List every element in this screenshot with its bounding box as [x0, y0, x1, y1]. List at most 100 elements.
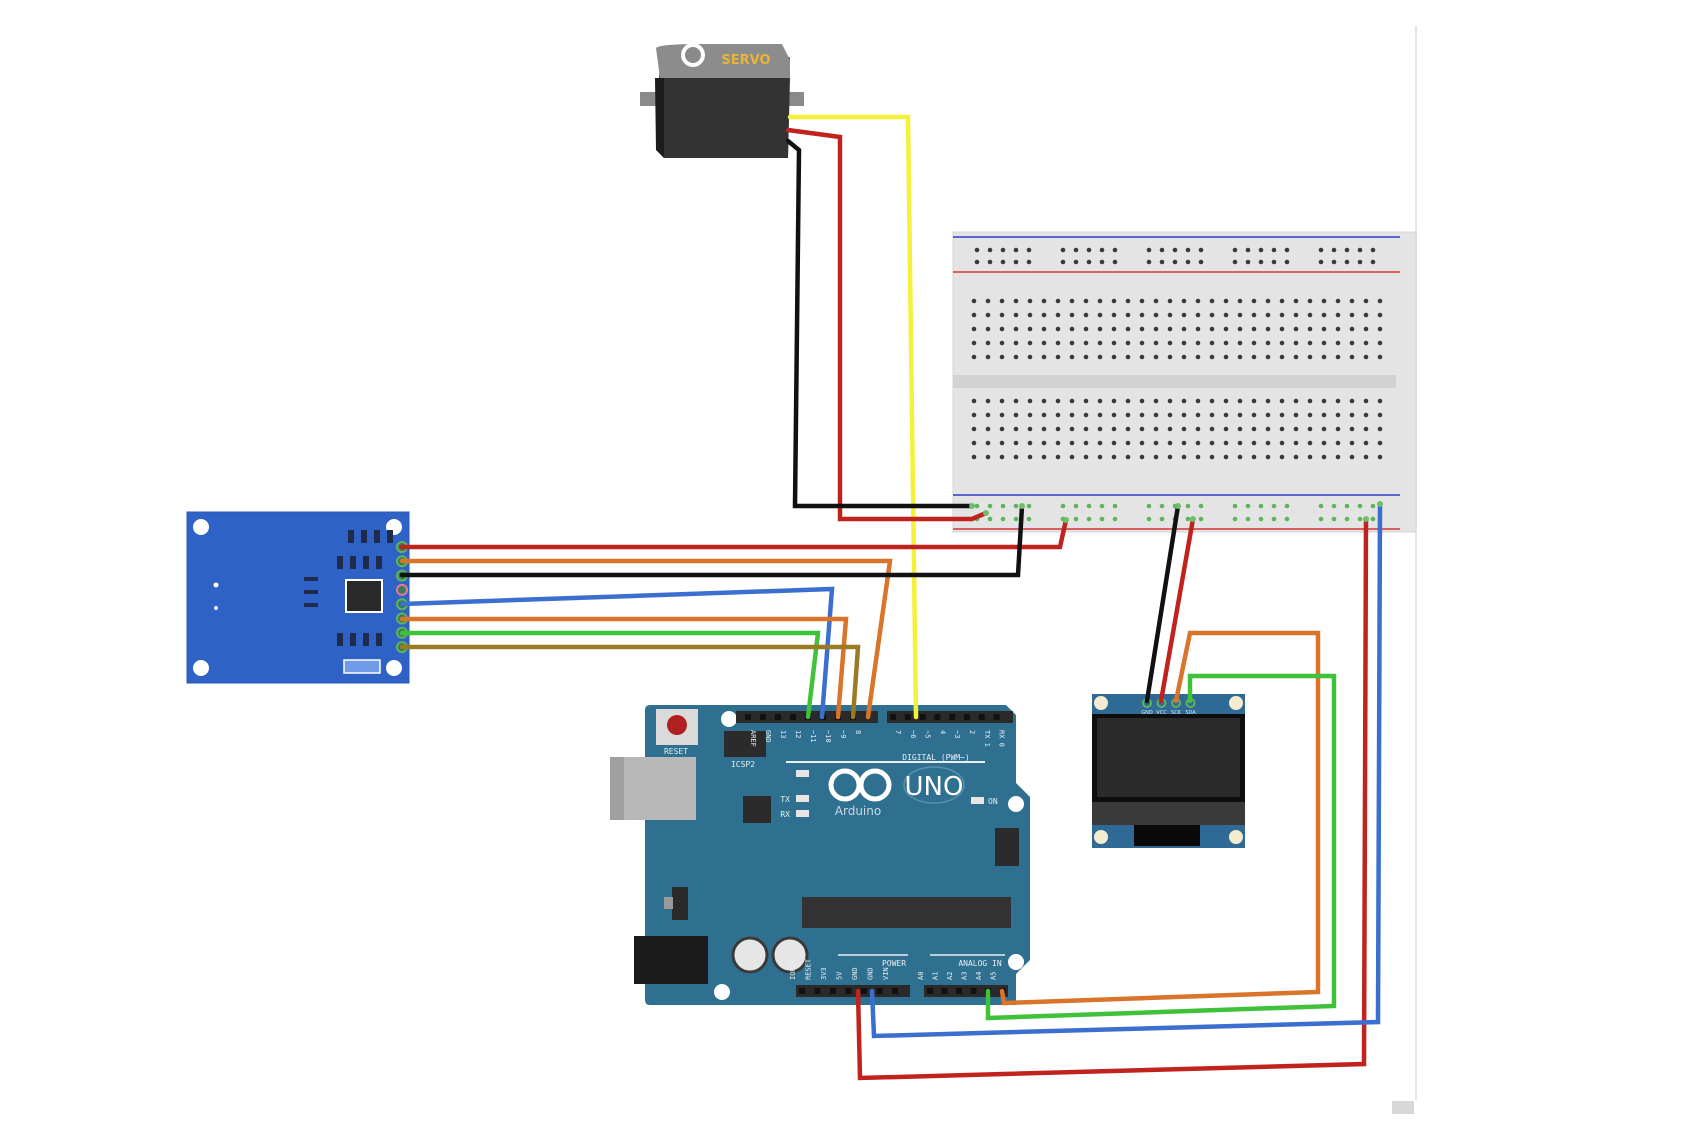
- breadboard[interactable]: [952, 231, 1417, 533]
- breadboard-hole: [999, 426, 1005, 432]
- breadboard-hole: [1083, 426, 1089, 432]
- breadboard-hole: [1153, 312, 1159, 318]
- breadboard-hole: [1083, 340, 1089, 346]
- breadboard-hole: [1013, 440, 1019, 446]
- wire-endpoint: [1063, 517, 1069, 523]
- digital-pin[interactable]: [919, 714, 926, 720]
- digital-pin[interactable]: [978, 714, 985, 720]
- breadboard-hole: [971, 426, 977, 432]
- breadboard-hole: [1055, 398, 1061, 404]
- wire-servo-gnd[interactable]: [785, 138, 975, 509]
- power-pin[interactable]: [845, 988, 852, 994]
- breadboard-hole: [1307, 298, 1313, 304]
- breadboard-hole: [1083, 398, 1089, 404]
- breadboard-hole: [1013, 326, 1019, 332]
- wire-rfid-d9[interactable]: [399, 558, 893, 720]
- wire-oled-sck[interactable]: [999, 630, 1321, 1006]
- wire-rfid-d13[interactable]: [399, 630, 821, 720]
- breadboard-hole: [1027, 426, 1033, 432]
- digital-pin-label: ~10: [824, 730, 832, 743]
- digital-pin[interactable]: [760, 714, 766, 720]
- digital-pin[interactable]: [745, 714, 751, 720]
- wire-rfid-gnd[interactable]: [399, 503, 1025, 578]
- oled-mount-hole: [1229, 696, 1243, 710]
- breadboard-hole: [1112, 247, 1118, 253]
- breadboard-hole: [1195, 398, 1201, 404]
- breadboard-hole: [1181, 412, 1187, 418]
- servo-motor[interactable]: SERVO: [640, 43, 804, 158]
- breadboard-hole: [1000, 516, 1006, 522]
- analog-pin-label: A2: [946, 972, 954, 980]
- digital-pin[interactable]: [775, 714, 781, 720]
- digital-pin[interactable]: [934, 714, 941, 720]
- analog-pin[interactable]: [970, 988, 977, 994]
- breadboard-hole: [1321, 354, 1327, 360]
- digital-pin[interactable]: [993, 714, 1000, 720]
- rfid-dot: [213, 582, 219, 588]
- breadboard-hole: [1055, 326, 1061, 332]
- power-pin-label: GND: [851, 967, 859, 980]
- breadboard-hole: [999, 454, 1005, 460]
- power-pin-label: GND: [867, 967, 875, 980]
- rfid-pin[interactable]: [396, 583, 408, 596]
- usb-port: [610, 757, 696, 820]
- digital-pin[interactable]: [904, 714, 911, 720]
- power-pin[interactable]: [861, 988, 867, 994]
- power-pin[interactable]: [830, 988, 836, 994]
- breadboard-hole: [1041, 440, 1047, 446]
- breadboard-hole: [1181, 298, 1187, 304]
- wire-oled-gnd[interactable]: [1144, 503, 1181, 704]
- breadboard-hole: [1363, 298, 1369, 304]
- breadboard-hole: [1195, 440, 1201, 446]
- arduino-mount-hole: [1008, 796, 1024, 812]
- breadboard-hole: [1245, 503, 1251, 509]
- power-pin[interactable]: [876, 988, 883, 994]
- breadboard-hole: [1258, 259, 1264, 265]
- power-pin[interactable]: [814, 988, 821, 994]
- wire-oled-sda[interactable]: [985, 673, 1337, 1021]
- analog-pin[interactable]: [927, 988, 933, 994]
- breadboard-hole: [1363, 454, 1369, 460]
- breadboard-hole: [1111, 326, 1117, 332]
- rfid-module[interactable]: [186, 511, 410, 684]
- power-pin[interactable]: [892, 988, 898, 994]
- breadboard-hole: [1181, 440, 1187, 446]
- breadboard-hole: [1377, 398, 1383, 404]
- breadboard-hole: [1083, 454, 1089, 460]
- wire-arduino-5v[interactable]: [855, 516, 1369, 1081]
- rfid-mount-hole: [386, 660, 402, 676]
- digital-pin-label: ~11: [809, 730, 817, 743]
- wire-rfid-d10[interactable]: [399, 644, 861, 720]
- breadboard-hole: [1209, 312, 1215, 318]
- wire-rfid-vcc[interactable]: [399, 517, 1069, 550]
- wire-rfid-d12[interactable]: [399, 586, 835, 720]
- breadboard-hole: [1335, 440, 1341, 446]
- digital-pin[interactable]: [949, 714, 956, 720]
- analog-pin[interactable]: [956, 988, 962, 994]
- breadboard-hole: [1111, 312, 1117, 318]
- digital-pin-label: TX 1: [983, 730, 991, 747]
- wire-oled-vcc[interactable]: [1158, 516, 1196, 704]
- breadboard-hole: [1069, 298, 1075, 304]
- breadboard-hole: [1377, 326, 1383, 332]
- wire-servo-vcc[interactable]: [785, 127, 989, 522]
- breadboard-hole: [1331, 259, 1337, 265]
- digital-pin[interactable]: [964, 714, 970, 720]
- breadboard-hole: [971, 412, 977, 418]
- breadboard-hole: [1321, 398, 1327, 404]
- reset-button-cap[interactable]: [667, 715, 687, 735]
- power-pin[interactable]: [799, 988, 805, 994]
- digital-pin[interactable]: [790, 714, 796, 720]
- wire-arduino-gnd[interactable]: [869, 501, 1383, 1039]
- wire-rfid-d11[interactable]: [399, 616, 849, 720]
- digital-pin[interactable]: [890, 714, 896, 720]
- breadboard-hole: [1223, 412, 1229, 418]
- analog-pin-label: A5: [990, 972, 998, 980]
- wire-servo-signal[interactable]: [787, 114, 919, 720]
- breadboard-hole: [1232, 516, 1238, 522]
- breadboard-hole: [1223, 454, 1229, 460]
- analog-pin[interactable]: [941, 988, 948, 994]
- breadboard-hole: [1159, 247, 1165, 253]
